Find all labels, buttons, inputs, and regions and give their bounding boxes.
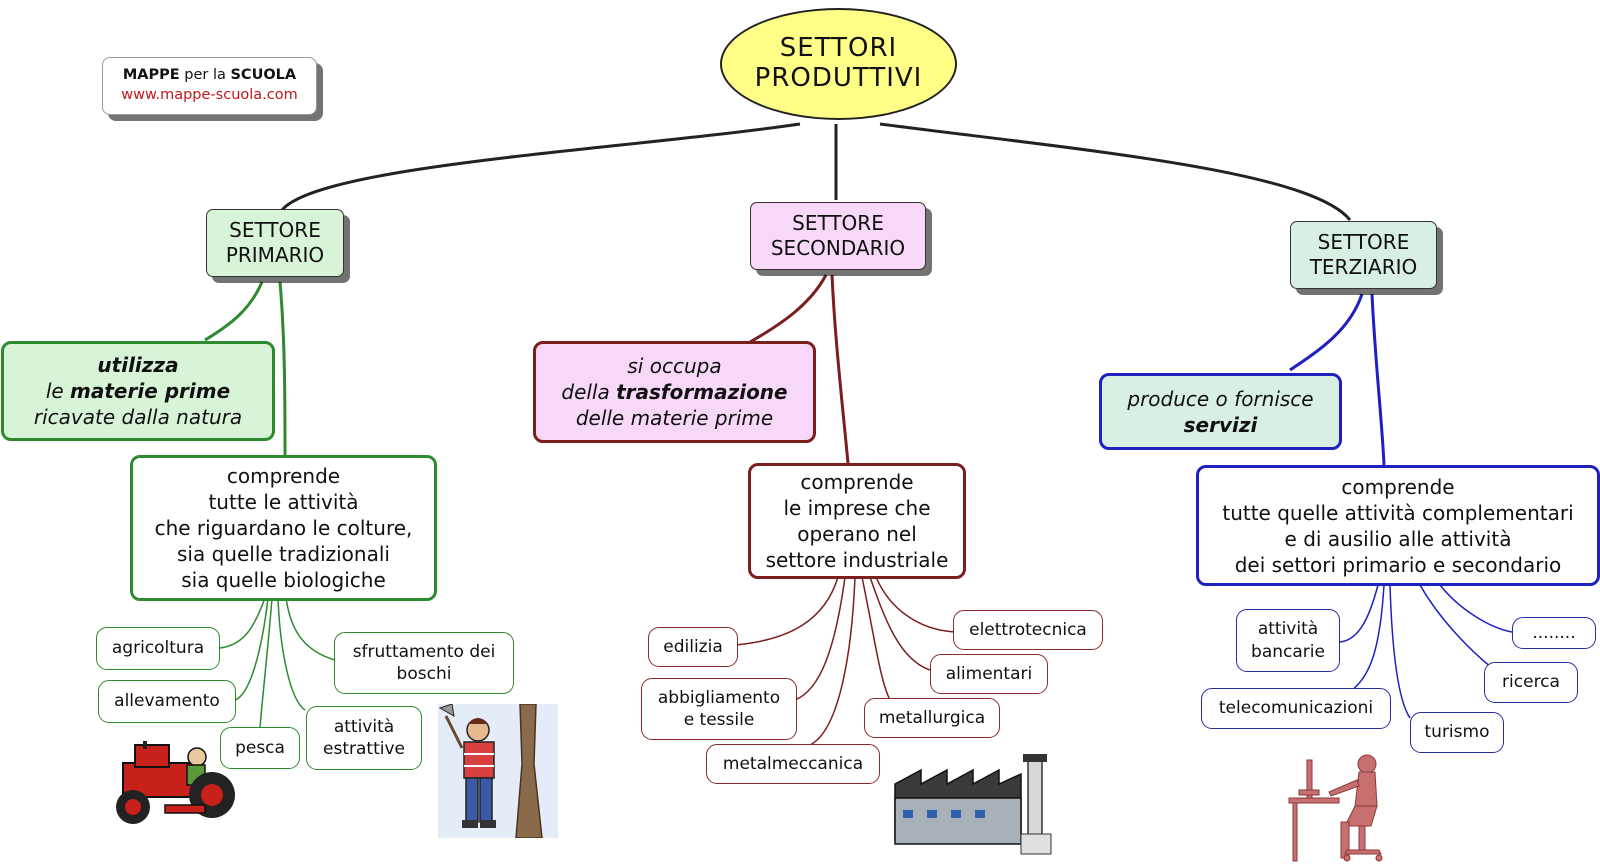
leaf-alimentari: alimentari [930,654,1048,694]
leaf-bancarie-line-1: attività [1257,619,1319,640]
leaf-metallurgica-label: metallurgica [878,707,986,728]
leaf-boschi-line-1: sfruttamento dei [352,641,496,662]
leaf-attivita-bancarie: attività bancarie [1236,609,1340,672]
leaf-elettrotecnica-label: elettrotecnica [969,619,1087,640]
secondario-desc-della: della [561,380,617,404]
primario-comp-line-2: tutte le attività [208,490,359,514]
primario-comp-line-1: comprende [226,464,341,488]
terziario-comp-line-3: e di ausilio alle attività [1284,526,1512,551]
leaf-edilizia: edilizia [648,627,738,667]
leaf-alimentari-label: alimentari [945,663,1033,684]
primario-label-2: PRIMARIO [225,243,325,267]
leaf-metalmeccanica-label: metalmeccanica [722,753,864,774]
leaf-agricoltura: agricoltura [96,627,220,670]
logo-word-mappe: MAPPE [122,67,180,84]
secondario-comp-line-3: operano nel [797,522,917,546]
node-secondario-description: si occupa della trasformazione delle mat… [533,341,816,443]
primario-desc-le: le [45,379,71,403]
secondario-label-1: SETTORE [792,211,884,235]
leaf-altro: ........ [1512,617,1596,649]
leaf-estrattive-line-1: attività [333,716,395,737]
primario-desc-line-3: ricavate dalla natura [33,405,243,429]
secondario-desc-line-1: si occupa [627,354,722,378]
site-logo: MAPPE per la SCUOLA www.mappe-scuola.com [102,57,317,115]
terziario-desc-servizi: servizi [1183,412,1258,437]
leaf-turismo: turismo [1410,712,1504,753]
terziario-comp-line-2: tutte quelle attività complementari [1222,500,1574,525]
leaf-ricerca-label: ricerca [1502,672,1560,693]
primario-desc-materie-prime: materie prime [70,379,231,403]
title-line-1: SETTORI [779,33,898,64]
link-secondario-desc [749,274,828,344]
secondario-label-2: SECONDARIO [770,236,906,260]
primario-comp-line-4: sia quelle tradizionali [177,542,390,566]
link-title-terziario [879,122,1352,221]
link-secondario-comp [830,274,850,464]
leaf-abbigliamento-line-2: e tessile [683,710,755,730]
node-secondario-comprende: comprende le imprese che operano nel set… [748,463,966,579]
leaf-pesca-label: pesca [235,737,285,758]
leaf-altro-label: ........ [1532,622,1576,643]
logo-url: www.mappe-scuola.com [121,87,298,103]
secondario-desc-trasformazione: trasformazione [616,380,788,404]
link-terziario-desc [1289,293,1364,372]
leaf-boschi-line-2: boschi [396,664,452,684]
leaf-agricoltura-label: agricoltura [111,638,205,659]
node-settore-terziario: SETTORE TERZIARIO [1290,221,1437,289]
primario-label-1: SETTORE [229,218,321,242]
leaf-telecomunicazioni: telecomunicazioni [1201,688,1391,729]
leaf-estrattive-line-2: estrattive [323,739,405,759]
leaf-bancarie-line-2: bancarie [1251,641,1325,662]
leaf-metallurgica: metallurgica [864,698,1000,738]
link-title-primario [280,122,801,211]
leaf-turismo-label: turismo [1424,722,1490,743]
node-primario-description: utilizza le materie prime ricavate dalla… [1,341,275,441]
node-terziario-comprende: comprende tutte quelle attività compleme… [1196,465,1600,586]
link-primario-comp [278,281,287,456]
terziario-desc-line-1: produce o fornisce [1127,386,1314,411]
terziario-comp-line-4: dei settori primario e secondario [1234,552,1562,577]
leaf-telecom-label: telecomunicazioni [1218,698,1374,719]
leaf-allevamento-label: allevamento [114,691,220,712]
leaf-attivita-estrattive: attività estrattive [306,706,422,770]
terziario-label-1: SETTORE [1317,230,1410,254]
node-settore-secondario: SETTORE SECONDARIO [750,202,926,270]
leaf-metalmeccanica: metalmeccanica [706,744,880,784]
leaf-abbigliamento-tessile: abbigliamento e tessile [641,678,797,740]
tractor-illustration [116,741,235,824]
lumberjack-illustration [438,704,558,838]
factory-illustration [894,754,1052,855]
leaf-elettrotecnica: elettrotecnica [953,610,1103,650]
primario-comp-line-5: sia quelle biologiche [181,568,386,592]
primario-comp-line-3: che riguardano le colture, [154,516,413,540]
map-title: SETTORI PRODUTTIVI [720,8,957,120]
terziario-label-2: TERZIARIO [1309,255,1418,279]
office-worker-illustration [1288,754,1383,862]
primario-desc-word-utilizza: utilizza [97,353,179,377]
leaf-abbigliamento-line-1: abbigliamento [657,687,781,708]
leaf-pesca: pesca [220,727,300,769]
link-primario-desc [204,281,264,342]
leaf-edilizia-label: edilizia [663,636,723,657]
leaf-sfruttamento-boschi: sfruttamento dei boschi [334,632,514,694]
secondario-comp-line-4: settore industriale [765,548,949,572]
title-line-2: PRODUTTIVI [754,63,923,93]
node-primario-comprende: comprende tutte le attività che riguarda… [130,455,437,601]
logo-word-scuola: SCUOLA [230,67,297,84]
secondario-desc-line-3: delle materie prime [575,406,774,430]
node-terziario-description: produce o fornisce servizi [1099,373,1342,450]
leaf-allevamento: allevamento [98,680,236,723]
secondario-comp-line-2: le imprese che [783,496,931,520]
secondario-comp-line-1: comprende [800,470,914,494]
node-settore-primario: SETTORE PRIMARIO [206,209,344,277]
link-terziario-comp [1370,293,1386,466]
terziario-comp-line-1: comprende [1341,474,1455,499]
leaf-ricerca: ricerca [1484,662,1578,703]
logo-word-per-la: per la [179,67,231,84]
